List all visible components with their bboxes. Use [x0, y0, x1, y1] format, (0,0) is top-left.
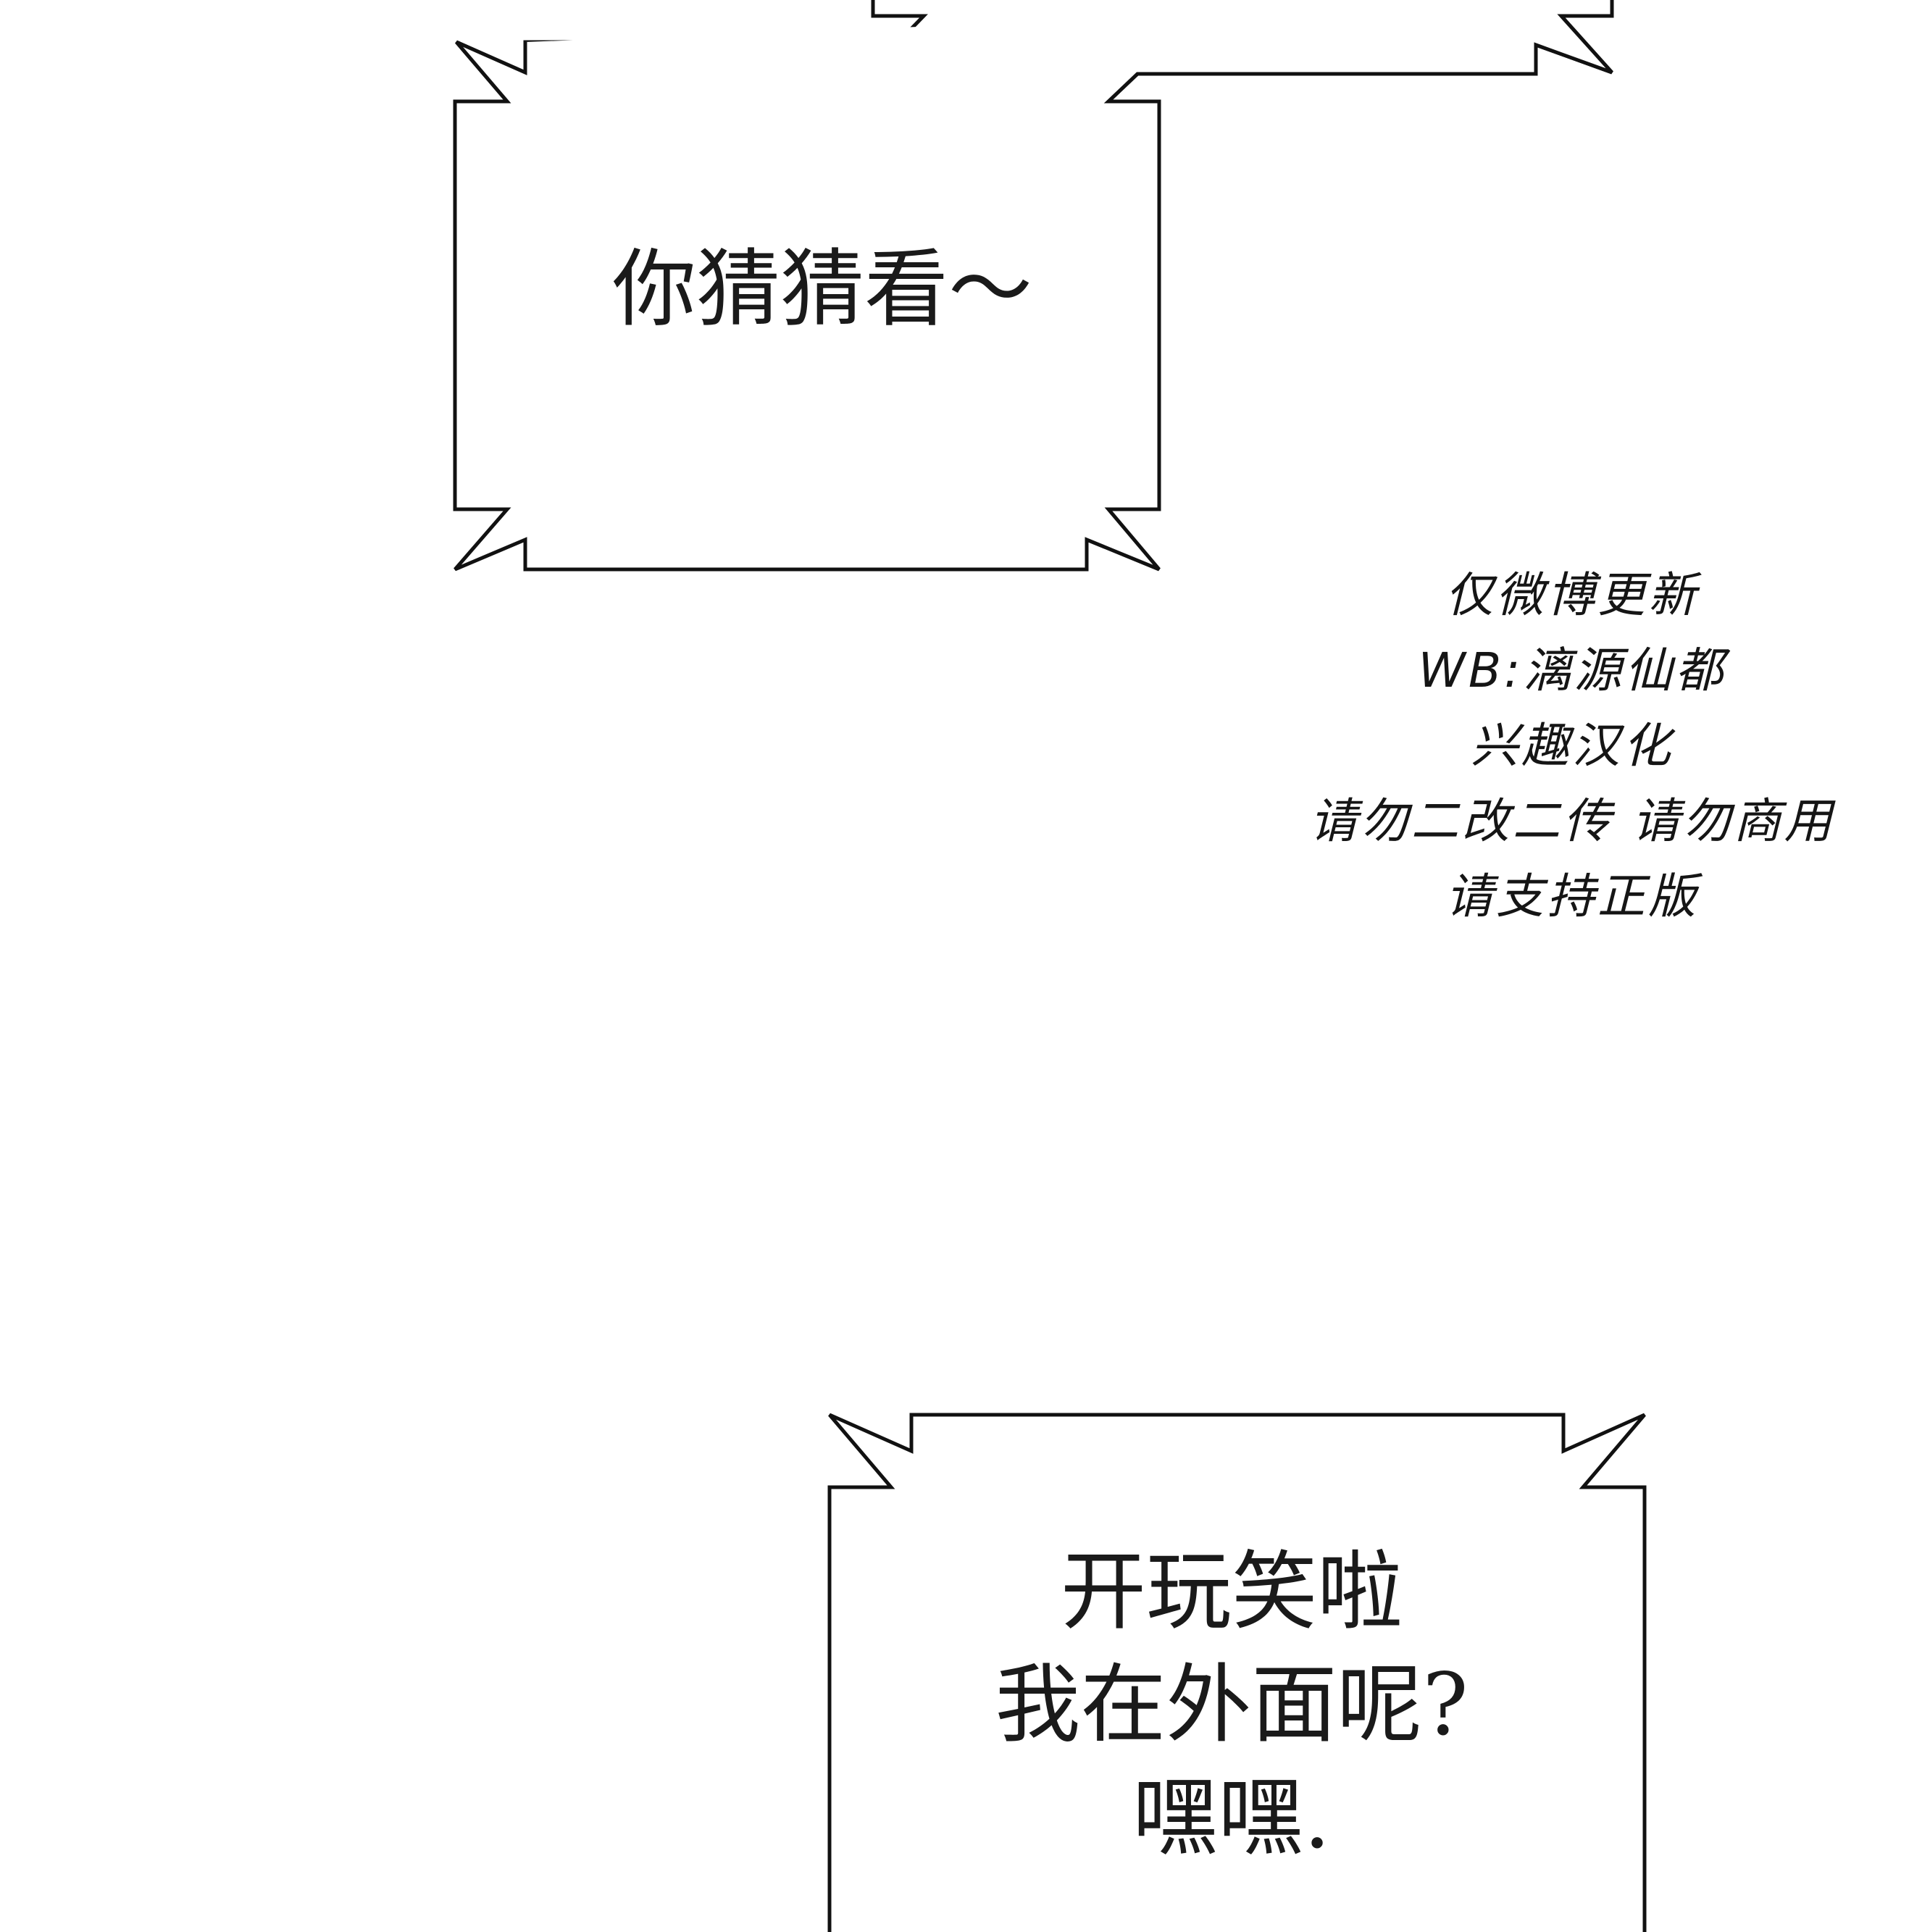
watermark-line: WB:漓源仙都 — [1418, 643, 1726, 698]
balloon-1-outline — [453, 0, 1614, 572]
balloon-2-line: 嘿嘿. — [1132, 1767, 1331, 1868]
balloon-2-line: 开玩笑啦 — [1060, 1542, 1403, 1642]
watermark-line: 仅微博更新 — [1445, 567, 1699, 623]
watermark-line: 请支持正版 — [1445, 869, 1699, 924]
balloon-2-outline — [827, 1413, 1647, 1932]
watermark-line: 请勿二改二传 请勿商用 — [1309, 793, 1835, 849]
scanlation-watermark: 仅微博更新 WB:漓源仙都 兴趣汉化 请勿二改二传 请勿商用 请支持正版 — [1232, 558, 1913, 934]
balloon-2-line: 我在外面呢? — [995, 1654, 1469, 1755]
watermark-line: 兴趣汉化 — [1471, 718, 1674, 774]
balloon-1-text: 你猜猜看～ — [612, 241, 1032, 338]
balloon-2-text: 开玩笑啦 我在外面呢? 嘿嘿. — [906, 1536, 1558, 1874]
